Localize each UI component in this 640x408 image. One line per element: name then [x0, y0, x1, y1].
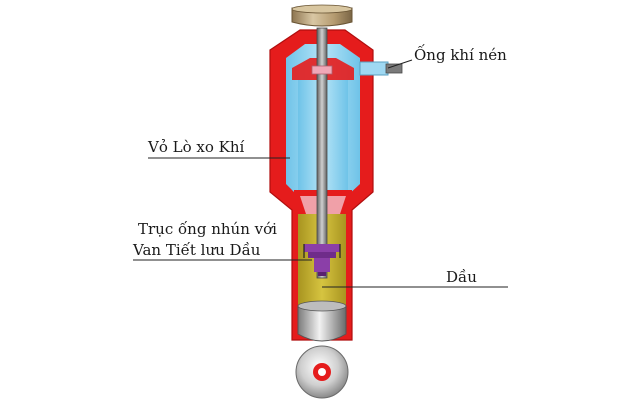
label-shell: Vỏ Lò xo Khí: [148, 138, 245, 156]
leader-lines: [133, 59, 508, 288]
air-tube: [359, 61, 403, 76]
bottom-mount-eye: [295, 345, 349, 399]
lower-piston: [297, 300, 347, 342]
top-cap: [291, 4, 353, 27]
label-shaft-line2: Van Tiết lưu Dầu: [133, 241, 261, 259]
damping-valve: [303, 244, 341, 276]
air-chamber: [286, 44, 360, 214]
label-air-tube: Ống khí nén: [414, 46, 507, 64]
label-oil: Dầu: [446, 268, 477, 286]
piston-rod: [311, 27, 333, 279]
leader-air-tube: [387, 59, 413, 69]
label-shaft-line1: Trục ống nhún với: [138, 220, 277, 238]
